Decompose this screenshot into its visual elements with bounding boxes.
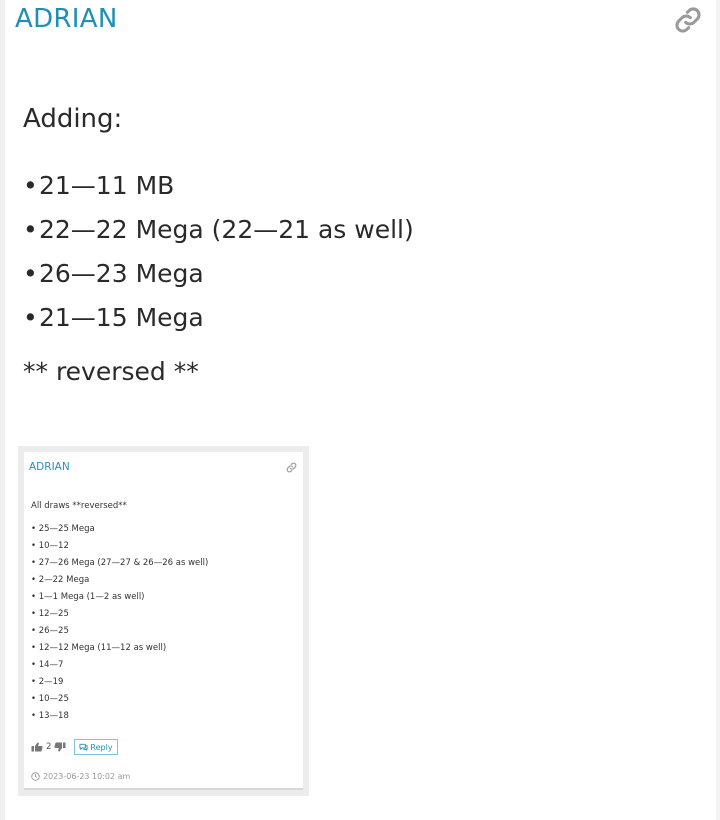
embedded-list-item: • 26—25 <box>31 626 69 636</box>
embedded-list-item: • 2—19 <box>31 677 64 687</box>
thumbs-up-icon <box>31 742 43 752</box>
embedded-list-item: • 1—1 Mega (1—2 as well) <box>31 592 145 602</box>
reply-button: Reply <box>74 739 118 755</box>
post-author[interactable]: ADRIAN <box>15 4 118 34</box>
embedded-list-item: • 27—26 Mega (27—27 & 26—26 as well) <box>31 558 209 568</box>
list-item: •26—23 Mega <box>23 259 204 288</box>
embedded-timestamp: 2023-06-23 10:02 am <box>31 772 130 781</box>
embedded-list-item: • 14—7 <box>31 660 64 670</box>
post-list: •21—11 MB •22—22 Mega (22—21 as well) •2… <box>23 164 414 340</box>
embedded-list-item: • 25—25 Mega <box>31 524 95 534</box>
embedded-link-icon <box>286 462 297 473</box>
embedded-list-item: • 10—12 <box>31 541 69 551</box>
embedded-list-item: • 13—18 <box>31 711 69 721</box>
embedded-list-item: • 12—12 Mega (11—12 as well) <box>31 643 167 653</box>
list-item: •21—11 MB <box>23 171 175 200</box>
embedded-list-item: • 12—25 <box>31 609 69 619</box>
left-border <box>0 0 5 820</box>
embedded-heading: All draws **reversed** <box>31 501 127 511</box>
chat-icon <box>79 743 88 751</box>
embedded-screenshot[interactable]: ADRIAN All draws **reversed** • 25—25 Me… <box>18 446 309 796</box>
right-border <box>716 0 720 820</box>
thumbs-down-icon <box>54 742 66 752</box>
post-note: ** reversed ** <box>23 357 199 386</box>
list-item: •21—15 Mega <box>23 303 204 332</box>
link-icon[interactable] <box>674 6 702 34</box>
clock-icon <box>31 772 40 781</box>
list-item: •22—22 Mega (22—21 as well) <box>23 215 414 244</box>
like-count: 2 <box>46 742 52 752</box>
embedded-list-item: • 2—22 Mega <box>31 575 90 585</box>
embedded-actions: 2 Reply <box>31 739 118 755</box>
embedded-list: • 25—25 Mega • 10—12 • 27—26 Mega (27—27… <box>31 521 208 725</box>
post-intro: Adding: <box>23 104 123 134</box>
embedded-post-card: ADRIAN All draws **reversed** • 25—25 Me… <box>24 452 303 790</box>
embedded-author: ADRIAN <box>29 461 70 473</box>
embedded-list-item: • 10—25 <box>31 694 69 704</box>
